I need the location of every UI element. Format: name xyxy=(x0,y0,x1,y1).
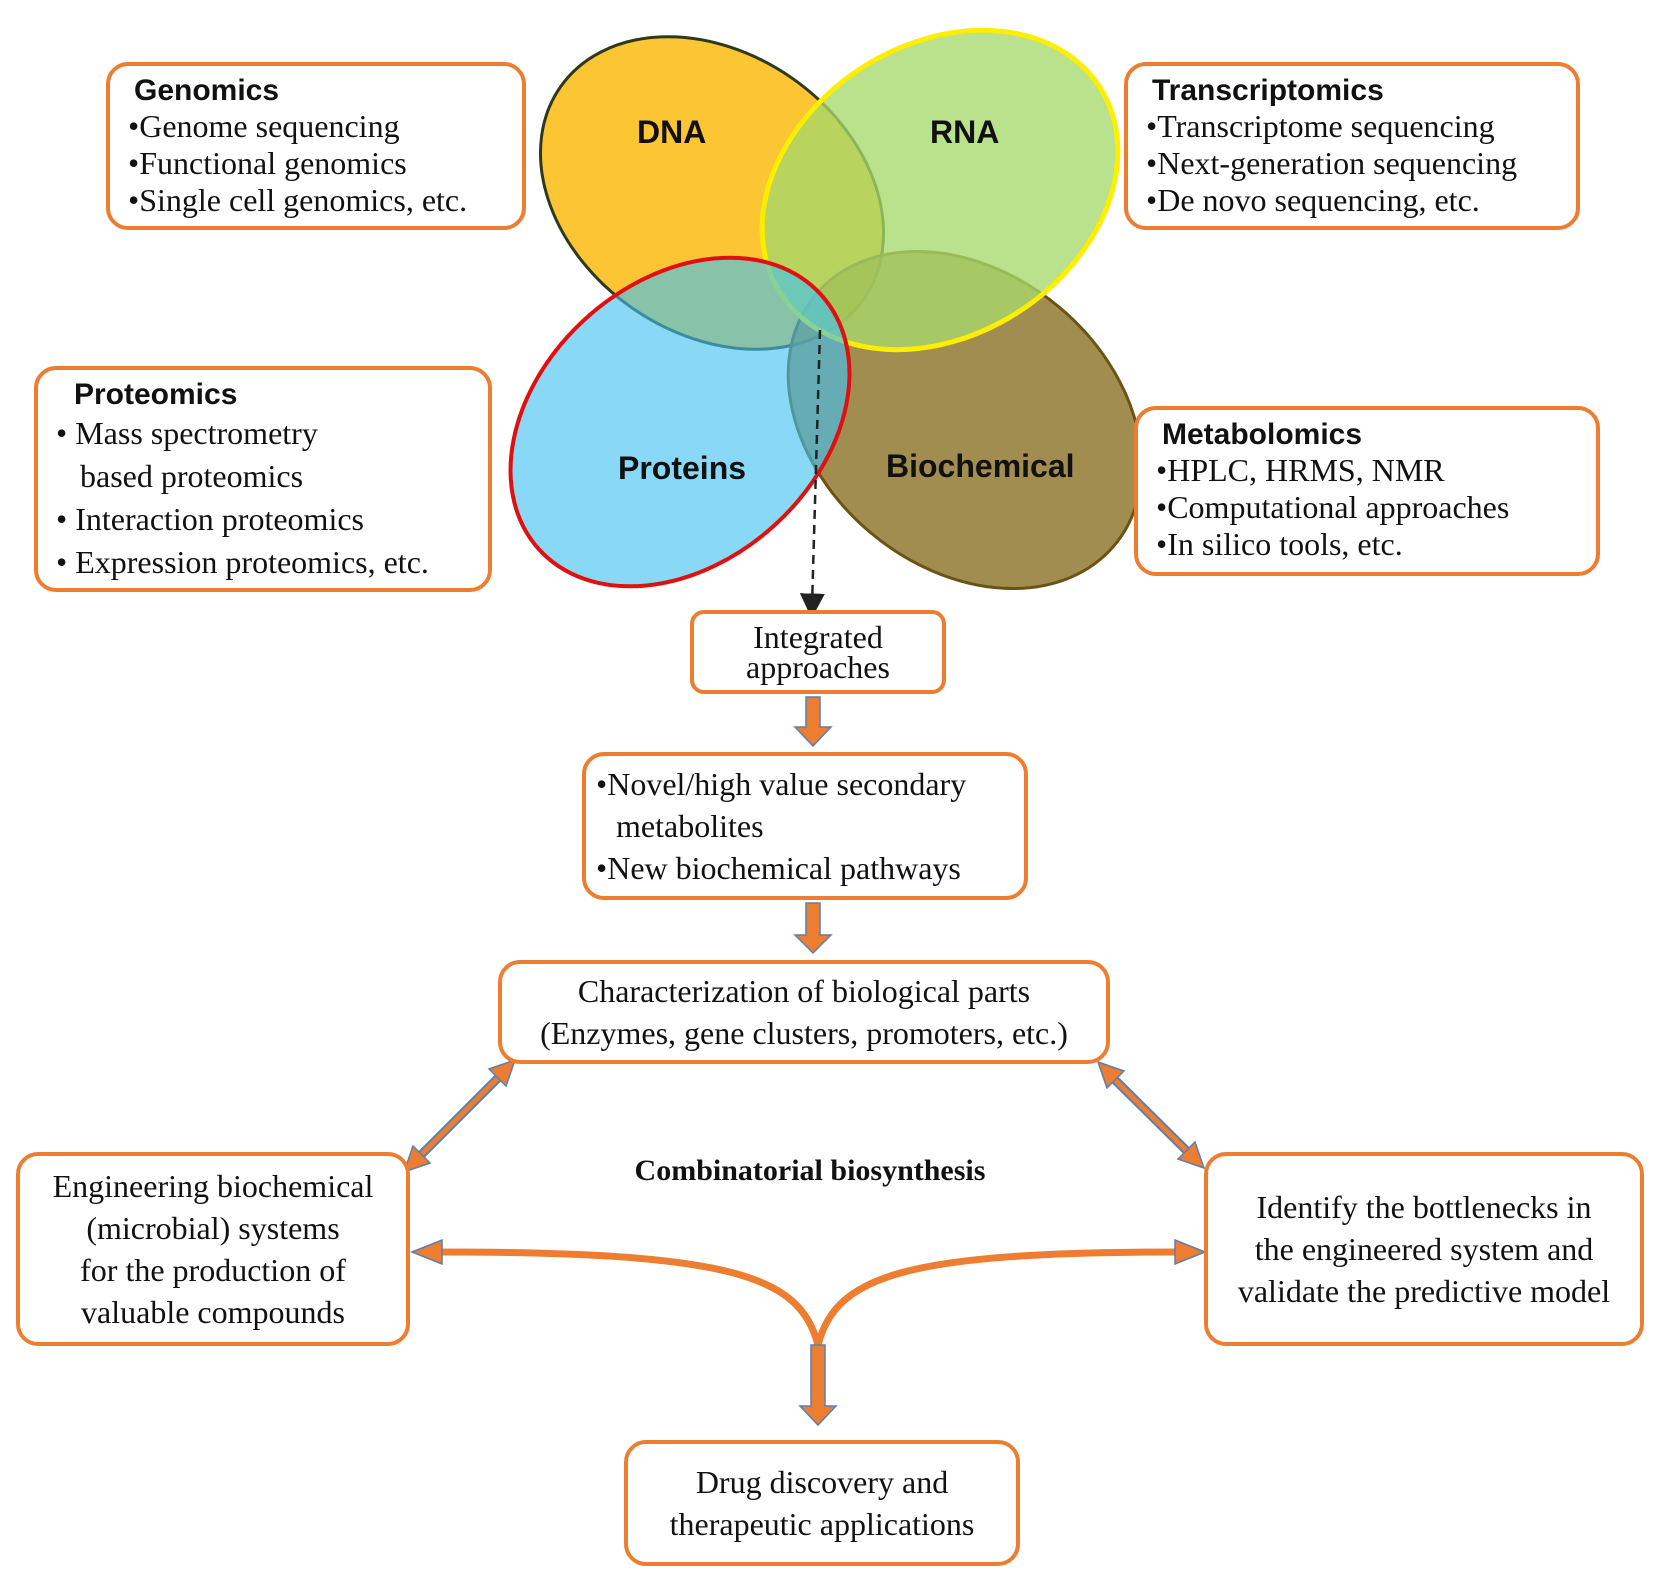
double-arrow-right xyxy=(1096,1060,1206,1170)
integrated-line: Integrated xyxy=(753,619,883,655)
engineering-line: (microbial) systems xyxy=(86,1210,340,1246)
engineering-box: Engineering biochemical (microbial) syst… xyxy=(16,1152,410,1346)
characterization-box: Characterization of biological parts (En… xyxy=(498,960,1110,1064)
novel-line: •New biochemical pathways xyxy=(596,850,961,886)
proteomics-item: based proteomics xyxy=(80,458,304,494)
metabolomics-item: •In silico tools, etc. xyxy=(1156,526,1403,562)
drug-discovery-box: Drug discovery and therapeutic applicati… xyxy=(624,1440,1020,1566)
novel-line: •Novel/high value secondary xyxy=(596,766,967,802)
curved-arrow-right xyxy=(814,1238,1208,1346)
curved-arrow-left xyxy=(409,1238,822,1346)
proteins-ellipse xyxy=(508,255,852,589)
characterization-line: Characterization of biological parts xyxy=(577,973,1031,1009)
drug-line: Drug discovery and xyxy=(695,1464,949,1500)
engineering-line: valuable compounds xyxy=(81,1294,345,1330)
novel-metabolites-box: •Novel/high value secondary metabolites … xyxy=(582,752,1028,900)
double-arrow-left xyxy=(402,1058,517,1174)
genomics-title: Genomics xyxy=(134,74,280,107)
genomics-box: Genomics •Genome sequencing •Functional … xyxy=(106,62,526,230)
proteomics-title: Proteomics xyxy=(74,378,238,411)
dashed-arrow xyxy=(799,329,825,619)
metabolomics-item: •HPLC, HRMS, NMR xyxy=(1156,452,1445,488)
arrow-integrated-to-novel xyxy=(793,696,833,748)
dna-label: DNA xyxy=(637,114,707,150)
arrow-to-drug xyxy=(798,1344,838,1427)
combinatorial-biosynthesis-label: Combinatorial biosynthesis xyxy=(634,1154,986,1187)
genomics-item: •Single cell genomics, etc. xyxy=(128,182,468,218)
metabolomics-item: •Computational approaches xyxy=(1156,489,1510,525)
transcriptomics-title: Transcriptomics xyxy=(1152,74,1384,107)
identify-box: Identify the bottlenecks in the engineer… xyxy=(1204,1152,1644,1346)
transcriptomics-item: •Transcriptome sequencing xyxy=(1146,108,1495,144)
identify-line: the engineered system and xyxy=(1254,1231,1594,1267)
proteomics-item: • Expression proteomics, etc. xyxy=(56,544,429,580)
integrated-line: approaches xyxy=(746,649,890,685)
genomics-item: •Genome sequencing xyxy=(128,108,400,144)
drug-line: therapeutic applications xyxy=(669,1506,975,1542)
novel-line: metabolites xyxy=(616,808,764,844)
rna-label: RNA xyxy=(930,114,1000,150)
engineering-line: Engineering biochemical xyxy=(52,1168,374,1204)
engineering-line: for the production of xyxy=(80,1252,346,1288)
arrow-novel-to-characterization xyxy=(793,902,833,955)
proteins-label: Proteins xyxy=(618,450,747,486)
proteomics-box: Proteomics • Mass spectrometry based pro… xyxy=(34,366,492,592)
proteomics-item: • Interaction proteomics xyxy=(56,501,364,537)
biochemical-label: Biochemical xyxy=(886,448,1075,484)
proteomics-item: • Mass spectrometry xyxy=(56,415,318,451)
identify-line: validate the predictive model xyxy=(1237,1273,1611,1309)
integrated-approaches-box: Integrated approaches xyxy=(690,610,946,694)
genomics-item: •Functional genomics xyxy=(128,145,407,181)
identify-line: Identify the bottlenecks in xyxy=(1256,1189,1592,1225)
transcriptomics-item: •De novo sequencing, etc. xyxy=(1146,182,1480,218)
transcriptomics-item: •Next-generation sequencing xyxy=(1146,145,1518,181)
transcriptomics-box: Transcriptomics •Transcriptome sequencin… xyxy=(1124,62,1580,230)
metabolomics-title: Metabolomics xyxy=(1162,418,1363,451)
characterization-line: (Enzymes, gene clusters, promoters, etc.… xyxy=(540,1015,1068,1051)
metabolomics-box: Metabolomics •HPLC, HRMS, NMR •Computati… xyxy=(1134,406,1600,576)
